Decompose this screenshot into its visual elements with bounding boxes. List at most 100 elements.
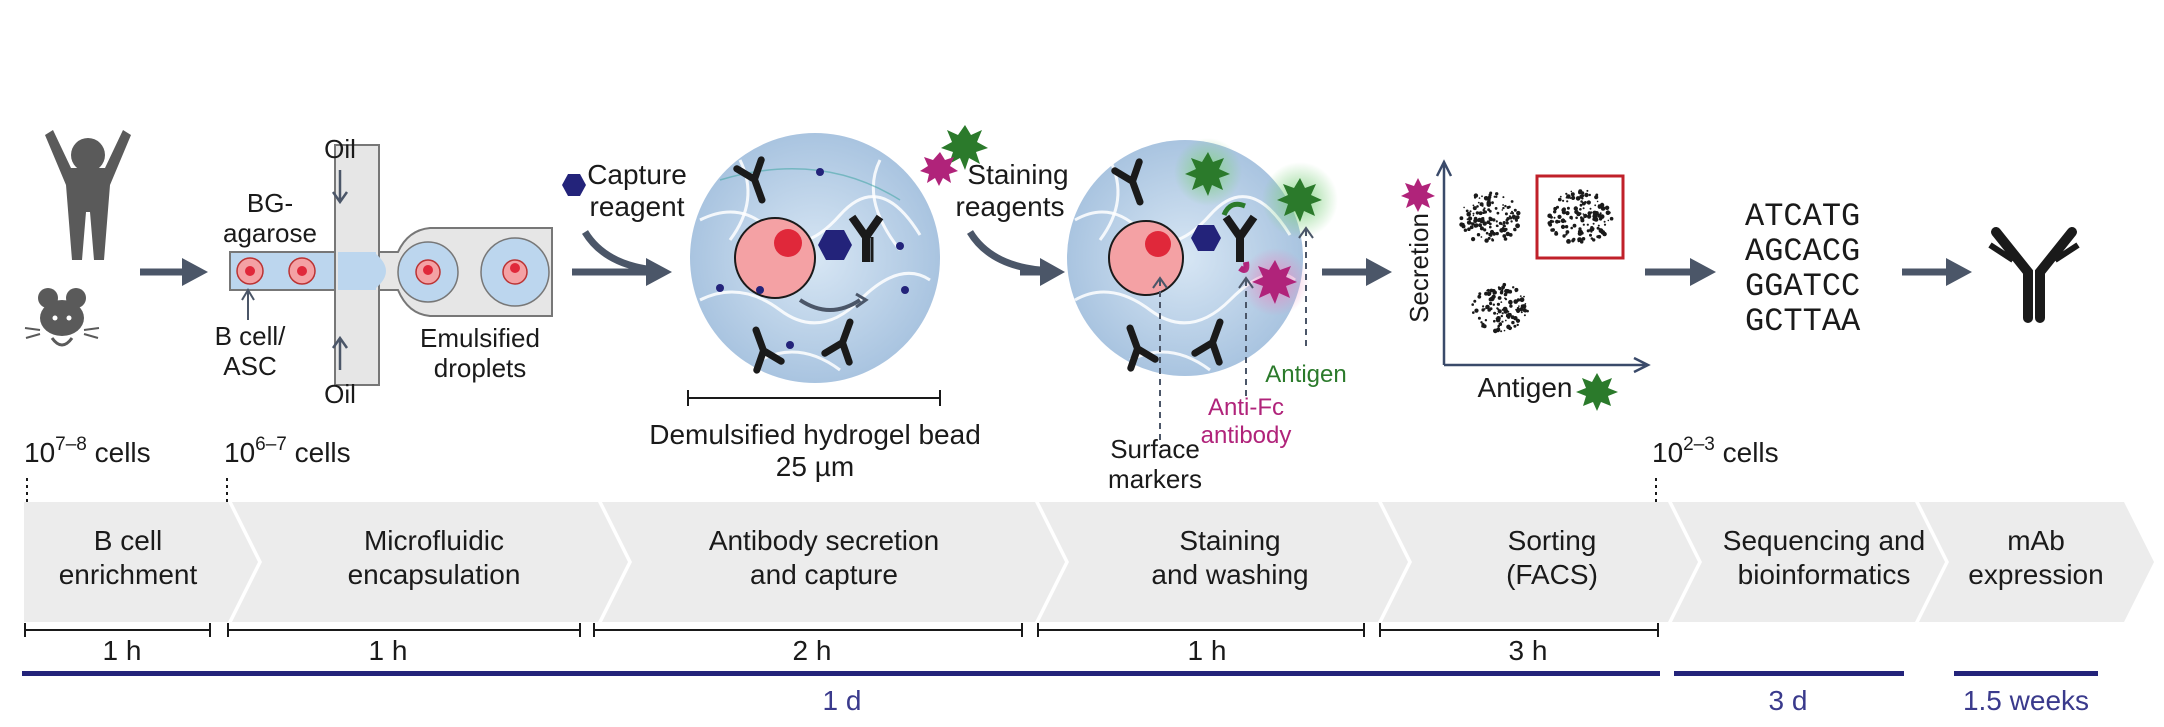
facs-event-dot <box>1600 206 1606 211</box>
facs-event-dot <box>1513 208 1517 212</box>
staining-line2: reagents <box>956 191 1065 222</box>
facs-event-dot <box>1482 305 1485 308</box>
oil-top-label: Oil <box>324 134 356 164</box>
facs-event-dot <box>1553 216 1556 219</box>
arrow-2 <box>572 258 672 286</box>
curved-arrow-staining <box>967 230 1041 274</box>
facs-event-dot <box>1482 208 1485 212</box>
facs-event-dot <box>1486 288 1490 292</box>
facs-event-dot <box>1472 311 1475 314</box>
facs-event-dot <box>1570 190 1573 193</box>
facs-event-dot <box>1478 211 1483 216</box>
facs-event-dot <box>1559 195 1562 198</box>
facs-event-dot <box>1488 209 1492 213</box>
antibody-icon <box>1988 227 2080 323</box>
chevron-4 <box>1039 502 1408 622</box>
facs-event-dot <box>1571 195 1576 200</box>
facs-event-dot <box>1467 227 1471 231</box>
facs-event-dot <box>1592 210 1597 215</box>
facs-event-dot <box>1580 217 1584 221</box>
facs-event-dot <box>1515 223 1520 229</box>
facs-event-dot <box>1486 202 1489 205</box>
facs-event-dot <box>1513 215 1516 218</box>
facs-event-dot <box>1499 228 1504 233</box>
step-chevrons <box>24 502 2154 622</box>
duration-3: 2 h <box>793 635 832 666</box>
facs-event-dot <box>1558 197 1562 202</box>
facs-event-dot <box>1603 223 1607 226</box>
total-3: 1.5 weeks <box>1963 685 2089 716</box>
facs-event-dot <box>1562 234 1566 238</box>
facs-event-dot <box>1564 225 1569 229</box>
facs-event-dot <box>1594 204 1597 207</box>
facs-event-dot <box>1580 200 1583 203</box>
facs-event-dot <box>1555 219 1559 224</box>
facs-event-dot <box>1515 318 1521 323</box>
facs-event-dot <box>1597 204 1602 209</box>
human-icon <box>45 130 131 260</box>
facs-event-dot <box>1500 330 1503 333</box>
sort-gate <box>1535 174 1625 260</box>
facs-event-dot <box>1497 296 1502 300</box>
facs-event-dot <box>1485 304 1490 310</box>
facs-event-dot <box>1579 208 1582 211</box>
facs-event-dot <box>1583 213 1588 218</box>
step-3-line2: and capture <box>750 559 898 590</box>
facs-event-dot <box>1580 191 1585 196</box>
facs-event-dot <box>1508 289 1513 294</box>
facs-event-dot <box>1566 200 1569 203</box>
facs-event-dot <box>1566 194 1571 199</box>
facs-event-dot <box>1515 290 1517 293</box>
hydrogel-bead <box>690 133 940 383</box>
facs-event-dot <box>1472 204 1475 207</box>
facs-event-dot <box>1506 217 1510 221</box>
step-1-line2: enrichment <box>59 559 198 590</box>
facs-event-dot <box>1565 230 1570 234</box>
facs-event-dot <box>1565 211 1570 216</box>
facs-event-dot <box>1471 237 1476 242</box>
total-1: 1 d <box>823 685 862 716</box>
facs-event-dot <box>1503 292 1508 297</box>
facs-event-dot <box>1505 231 1511 237</box>
facs-event-dot <box>1489 301 1493 306</box>
facs-event-dot <box>1594 195 1599 200</box>
facs-event-dot <box>1511 320 1515 325</box>
facs-event-dot <box>1502 196 1505 199</box>
facs-event-dot <box>1500 301 1503 303</box>
facs-event-dot <box>1584 192 1589 198</box>
seq-line-3: GGATCC <box>1745 268 1860 305</box>
step-2-line1: Microfluidic <box>364 525 504 556</box>
bcell-asc-line2: ASC <box>223 351 276 381</box>
facs-event-dot <box>1575 196 1581 201</box>
total-time-bars <box>22 671 2098 676</box>
facs-event-dot <box>1492 291 1496 295</box>
facs-event-dot <box>1504 319 1507 322</box>
facs-event-dot <box>1520 311 1523 314</box>
facs-event-dot <box>1572 237 1576 242</box>
facs-event-dot <box>1503 329 1506 332</box>
facs-event-dot <box>1511 210 1513 213</box>
surface-line1: Surface <box>1110 434 1200 464</box>
facs-event-dot <box>1481 195 1483 198</box>
facs-event-dot <box>1468 216 1472 220</box>
scale-bar <box>687 390 941 406</box>
facs-event-dot <box>1526 309 1529 313</box>
bg-agarose-line1: BG- <box>247 188 293 218</box>
bead-label-line2: 25 µm <box>776 451 854 482</box>
facs-xlabel: Antigen <box>1478 372 1573 403</box>
facs-event-dot <box>1587 211 1592 216</box>
facs-event-dot <box>1478 223 1482 228</box>
facs-event-dot <box>1501 320 1504 323</box>
staining-reagent-icons <box>920 125 988 186</box>
facs-event-dot <box>1495 224 1499 228</box>
facs-event-dot <box>1504 225 1506 228</box>
facs-event-dot <box>1489 225 1492 229</box>
facs-event-dot <box>1504 204 1507 208</box>
facs-event-dot <box>1512 286 1515 289</box>
bcell-asc-line1: B cell/ <box>215 321 287 351</box>
facs-event-dot <box>1515 215 1520 220</box>
facs-event-dot <box>1519 297 1525 303</box>
facs-event-dot <box>1484 238 1489 243</box>
facs-event-dot <box>1562 218 1564 221</box>
facs-event-dot <box>1505 221 1509 225</box>
